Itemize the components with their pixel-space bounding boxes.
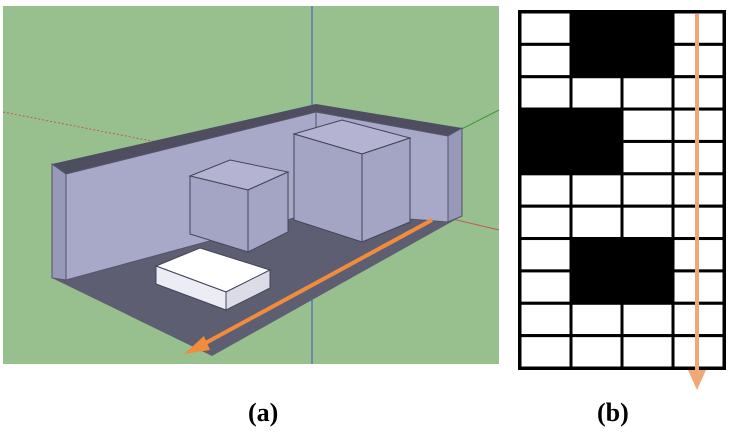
right-wall-top — [316, 104, 462, 136]
grid-cell-r5-c1 — [569, 172, 624, 208]
grid-cell-r4-c1 — [569, 139, 624, 176]
right-wall-end — [447, 127, 463, 223]
grid-cell-r9-c1 — [569, 301, 624, 338]
grid-cell-r2-c1 — [569, 75, 624, 111]
caption-a: (a) — [248, 398, 279, 427]
grid-cell-r9-c0 — [518, 301, 573, 338]
grid-cell-r1-c2 — [620, 42, 675, 79]
grid-cell-r7-c0 — [518, 237, 573, 273]
flat-box-side — [225, 269, 271, 311]
grid-cell-r5-c0 — [518, 172, 573, 208]
scan-arrow-a-head — [184, 336, 210, 354]
grid-cell-r1-c1 — [569, 42, 624, 79]
scan-arrow-b-head — [688, 370, 706, 390]
grid-cell-r2-c0 — [518, 75, 573, 111]
grid-cell-r10-c2 — [620, 334, 675, 370]
grid-cell-r3-c2 — [620, 107, 675, 143]
grid-cell-r0-c1 — [569, 10, 624, 46]
scan-arrow-a-shaft — [199, 218, 433, 348]
grid-cell-r7-c1 — [569, 237, 624, 273]
grid-cell-r6-c1 — [569, 204, 624, 241]
grid-cell-r4-c0 — [518, 139, 573, 176]
cube-large-side — [361, 137, 411, 243]
grid-cell-r7-c2 — [620, 237, 675, 273]
grid-cell-r6-c2 — [620, 204, 675, 241]
grid-cell-r4-c2 — [620, 139, 675, 176]
grid-cell-r2-c2 — [620, 75, 675, 111]
grid-cell-r3-c1 — [569, 107, 624, 143]
scan-arrow-b — [688, 14, 706, 390]
caption-b: (b) — [597, 398, 629, 427]
grid-cell-r0-c2 — [620, 10, 675, 46]
grid-cell-r3-c0 — [518, 107, 573, 143]
panel-a-scene — [2, 6, 500, 364]
grid-cell-r8-c2 — [620, 269, 675, 305]
grid-cell-r8-c0 — [518, 269, 573, 305]
grid-cell-r8-c1 — [569, 269, 624, 305]
back-wall-top — [52, 104, 316, 174]
grid-cell-r10-c0 — [518, 334, 573, 370]
panel-b-grid — [518, 10, 726, 370]
cube-middle-side — [247, 171, 289, 253]
grid-cell-r1-c0 — [518, 42, 573, 79]
grid-cell-r6-c0 — [518, 204, 573, 241]
grid-cell-r9-c2 — [620, 301, 675, 338]
grid-cell-r0-c0 — [518, 10, 573, 46]
grid-cell-r10-c1 — [569, 334, 624, 370]
grid-cell-r5-c2 — [620, 172, 675, 208]
left-wall-end — [51, 163, 67, 281]
